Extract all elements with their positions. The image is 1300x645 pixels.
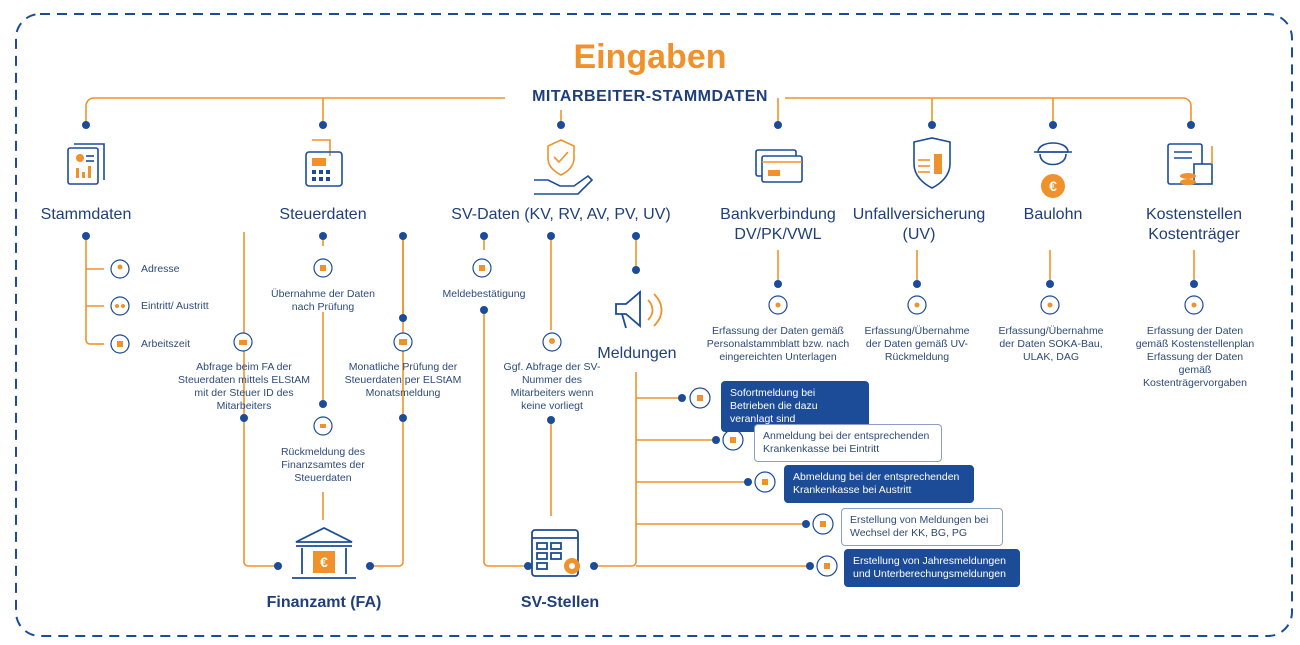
- subtitle-text: MITARBEITER-STAMMDATEN: [526, 88, 774, 105]
- steuer-rueckmeldung: Rückmeldung des Finanzsamtes der Steuerd…: [280, 446, 366, 484]
- category-kostenstellen: Kostenstellen Kostenträger: [1145, 206, 1243, 243]
- erfassung-bank: Erfassung der Daten gemäß Personalstammb…: [706, 325, 850, 363]
- accident-insurance-icon: [913, 137, 951, 189]
- document-person-icon: [67, 143, 105, 185]
- small-icons: [110, 258, 1204, 577]
- steuer-connector: [243, 232, 404, 567]
- calculator-receipt-icon: [305, 139, 343, 187]
- people-icon: [110, 296, 130, 316]
- small-icon-accents: [115, 264, 1197, 569]
- erfassung-baulohn: Erfassung/Übernahme der Daten SOKA-Bau, …: [998, 325, 1104, 363]
- bank-card-icon: [755, 149, 803, 183]
- item-adresse: Adresse: [141, 263, 180, 275]
- sv-abfrage: Ggf. Abfrage der SV-Nummer des Mitarbeit…: [503, 361, 601, 412]
- steuer-monatlich: Monatliche Prüfung der Steuerdaten per E…: [344, 361, 462, 399]
- sv-meldebestaetigung: Meldebestätigung: [442, 288, 526, 300]
- dashed-frame: [15, 13, 1293, 637]
- erfassung-kosten: Erfassung der Daten gemäß Kostenstellenp…: [1135, 325, 1255, 389]
- sv-office-icon: [531, 529, 580, 577]
- meldung-sofortmeldung: Sofortmeldung bei Betrieben die dazu ver…: [721, 381, 869, 432]
- shield-hand-icon: [534, 139, 594, 195]
- erfassung-uv: Erfassung/Übernahme der Daten gemäß UV-R…: [864, 325, 970, 363]
- category-bankverbindung: Bankverbindung DV/PK/VWL: [720, 206, 836, 243]
- construction-worker-icon: €: [1034, 142, 1072, 198]
- sv-connector: [483, 236, 810, 567]
- meldung-anmeldung: Anmeldung bei der entsprechenden Kranken…: [754, 424, 942, 462]
- item-arbeitszeit: Arbeitszeit: [141, 338, 191, 350]
- subtitle: MITARBEITER-STAMMDATEN: [0, 88, 1300, 106]
- category-sv-daten: SV-Daten (KV, RV, AV, PV, UV): [451, 206, 671, 223]
- bank-building-icon: €: [292, 526, 356, 579]
- page-title: Eingaben: [573, 38, 727, 76]
- meldung-jahresmeldung: Erstellung von Jahresmeldungen und Unter…: [844, 549, 1020, 587]
- steuer-abfrage: Abfrage beim FA der Steuerdaten mittels …: [178, 361, 310, 412]
- category-unfallversicherung: Unfallversicherung (UV): [852, 206, 986, 243]
- category-stammdaten: Stammdaten: [40, 206, 132, 223]
- svg-text:€: €: [1049, 178, 1057, 194]
- meldungen-label: Meldungen: [597, 345, 677, 362]
- steuer-uebernahme: Übernahme der Daten nach Prüfung: [271, 288, 375, 313]
- svg-text:€: €: [320, 554, 328, 570]
- sv-stellen-label: SV-Stellen: [520, 594, 600, 611]
- meldung-abmeldung: Abmeldung bei der entsprechenden Kranken…: [784, 465, 974, 503]
- meldung-wechsel: Erstellung von Meldungen bei Wechsel der…: [841, 508, 1003, 546]
- right-connectors: [777, 250, 1195, 286]
- cost-center-icon: [1167, 143, 1213, 185]
- category-baulohn: Baulohn: [1023, 206, 1083, 223]
- megaphone-icon: [615, 290, 663, 329]
- stammdaten-connector: [85, 236, 104, 345]
- item-eintritt-austritt: Eintritt/ Austritt: [141, 300, 209, 312]
- category-steuerdaten: Steuerdaten: [279, 206, 367, 223]
- finanzamt-label: Finanzamt (FA): [266, 594, 382, 611]
- top-dots: [82, 121, 1195, 129]
